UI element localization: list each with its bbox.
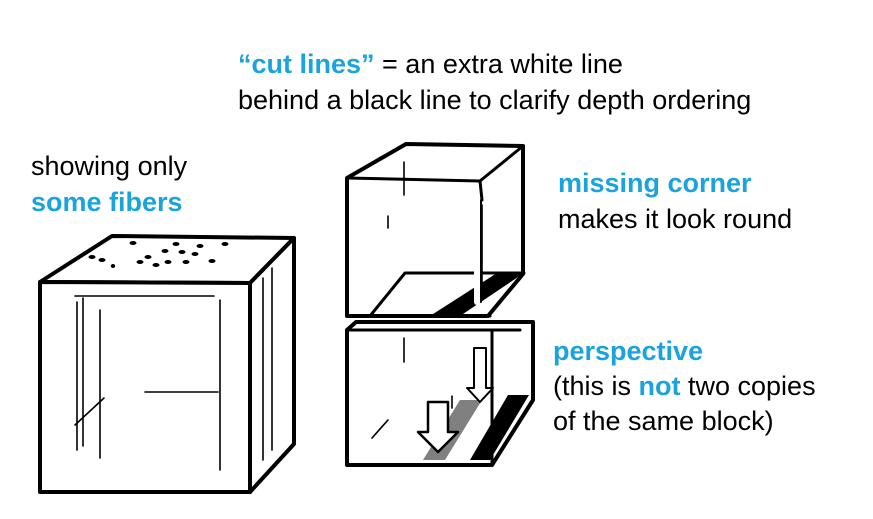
upper-box-corner-edge <box>478 179 484 202</box>
fiber-end-dots <box>88 241 229 268</box>
lower-box-fibers <box>371 337 453 439</box>
upper-box-floor-outline <box>368 271 526 318</box>
cut-lines-box <box>345 142 526 318</box>
perspective-caption-line3: of the same block) <box>553 406 774 436</box>
perspective-not-highlight: not <box>638 371 681 401</box>
upper-box-outline <box>345 142 525 318</box>
missing-corner-caption: makes it look round <box>558 204 793 234</box>
lower-box-black-shadow <box>470 395 529 460</box>
missing-corner-term: missing corner <box>558 168 752 198</box>
perspective-caption-line2: (this is not two copies <box>553 370 816 403</box>
perspective-large-arrow <box>416 400 460 454</box>
perspective-caption-suffix: two copies <box>680 371 816 401</box>
cut-lines-caption: “cut lines” = an extra white line <box>238 48 623 81</box>
perspective-term: perspective <box>553 336 704 366</box>
fiber-cube-front <box>38 280 252 494</box>
cut-lines-term: “cut lines” <box>238 49 375 79</box>
cut-lines-definition: = an extra white line <box>374 49 623 79</box>
fibers-caption-highlight: some fibers <box>31 187 183 217</box>
perspective-small-arrow <box>466 347 494 403</box>
fibers-caption-line1: showing only <box>31 151 188 181</box>
cut-lines-caption-line2: behind a black line to clarify depth ord… <box>238 85 752 115</box>
perspective-box <box>345 320 535 467</box>
fiber-lines <box>74 267 273 471</box>
lower-box-outline <box>345 320 535 467</box>
perspective-caption-prefix: (this is <box>553 371 639 401</box>
fiber-cube <box>38 234 296 494</box>
